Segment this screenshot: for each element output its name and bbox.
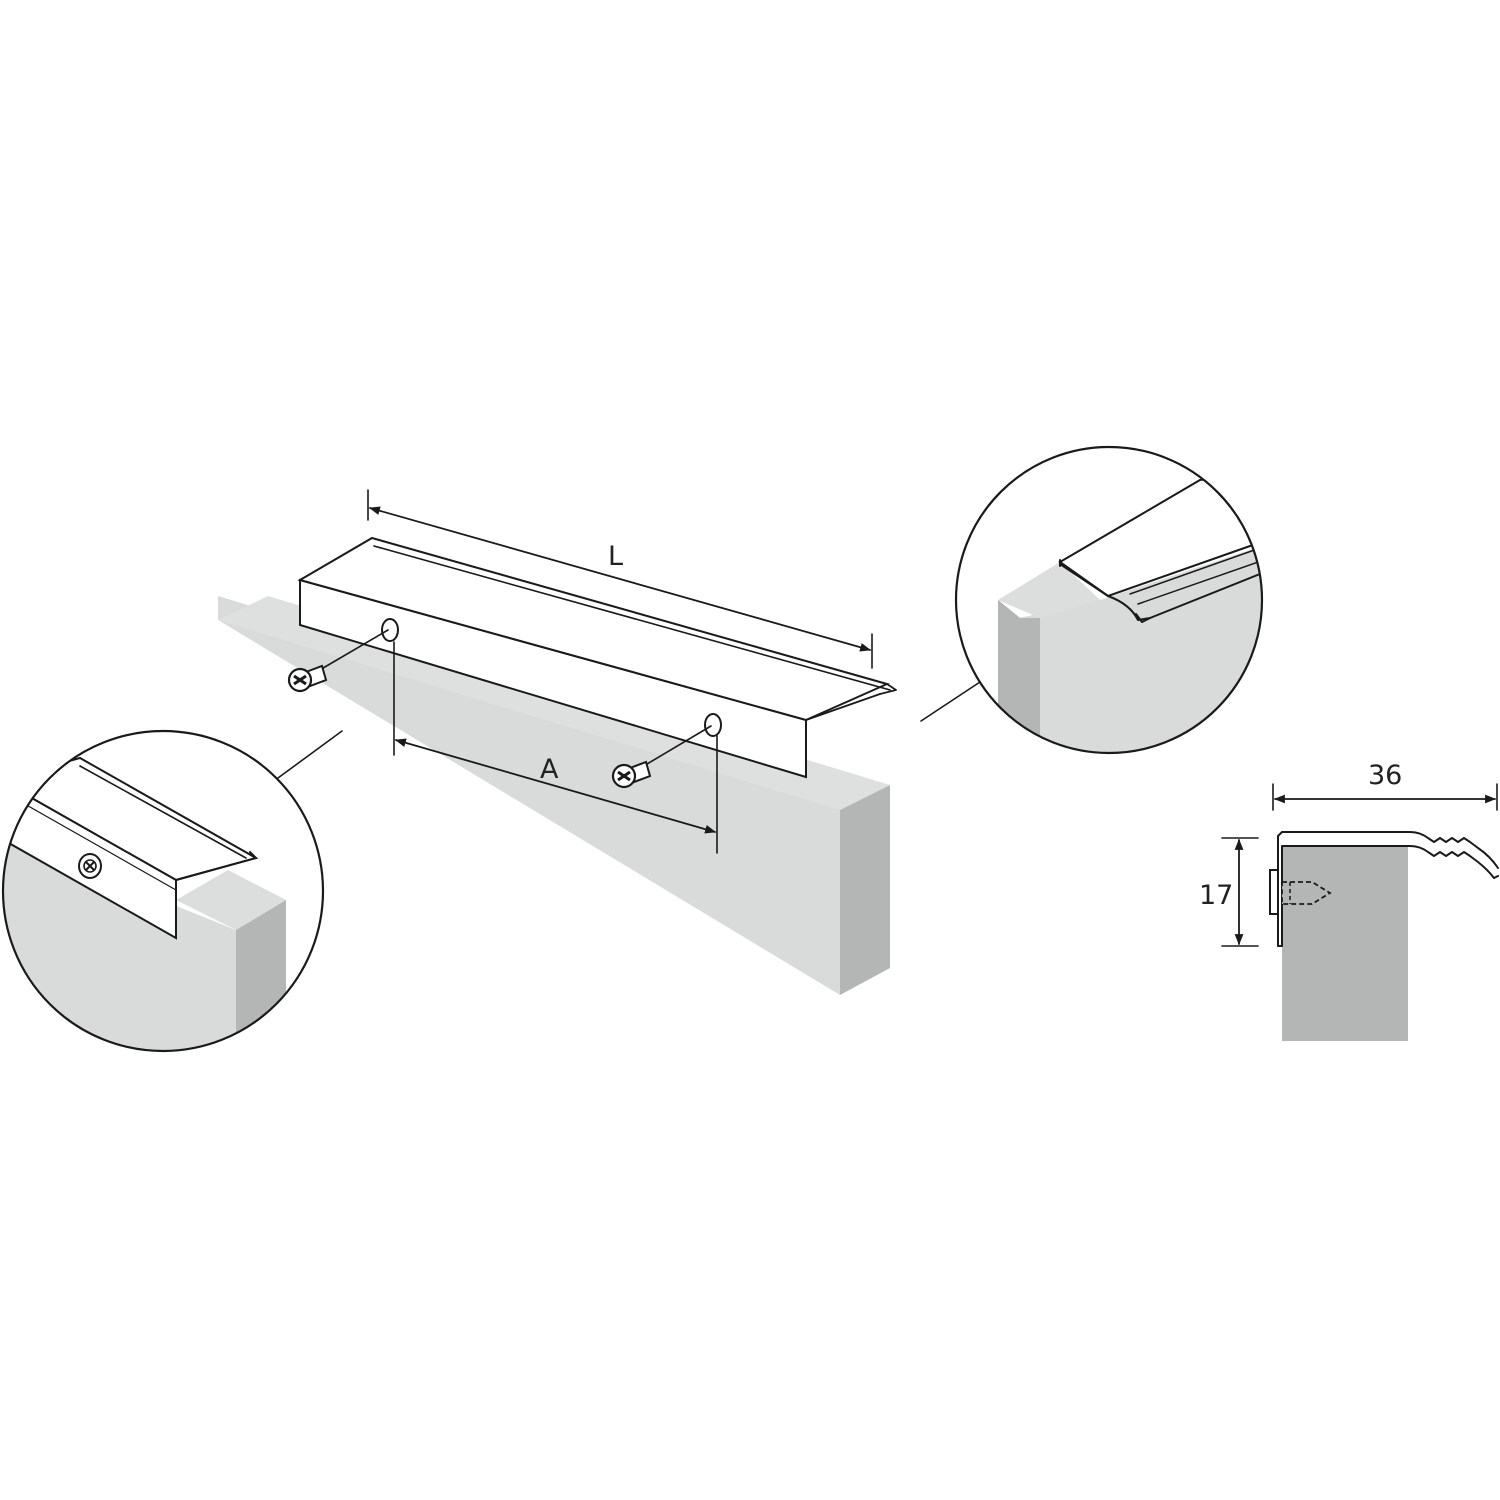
panel-side-face: [840, 785, 890, 995]
section-panel: [1282, 846, 1408, 1041]
mounting-hole-right: [704, 713, 722, 737]
length-label: L: [608, 541, 623, 572]
dimension-hole-spacing: [393, 641, 718, 854]
detail-circle-left: [1, 729, 325, 1053]
detail-circle-right: [954, 445, 1264, 755]
profile-width-label: 36: [1368, 760, 1402, 791]
profile-cross-section: [1221, 783, 1499, 1041]
leader-line-right: [920, 681, 981, 722]
profile-height-label: 17: [1199, 880, 1233, 911]
detail-view-right: [954, 445, 1264, 755]
screw-icon: [287, 664, 328, 693]
hole-spacing-label: A: [540, 754, 559, 785]
screw-icon: [1269, 869, 1332, 915]
detail-view-left: [1, 729, 325, 1053]
mounting-hole-left: [381, 618, 399, 642]
leader-line-left: [277, 730, 343, 779]
dimension-length: [367, 489, 873, 669]
